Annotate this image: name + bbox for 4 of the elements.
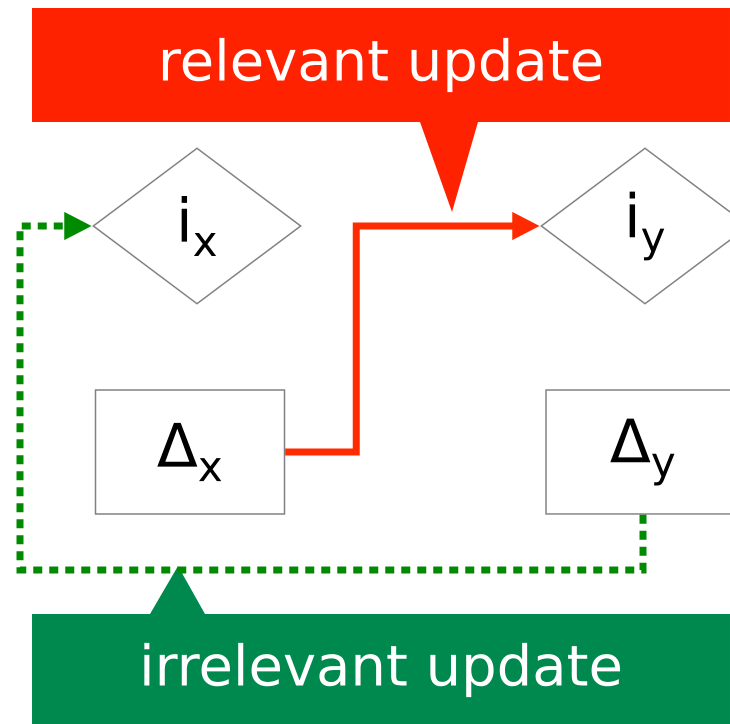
callout-box: irrelevant update (32, 566, 730, 724)
process-box: Δ$_{y}$ (545, 389, 730, 515)
arrow (16, 212, 646, 574)
process-box: Δ$_{x}$ (94, 389, 286, 515)
